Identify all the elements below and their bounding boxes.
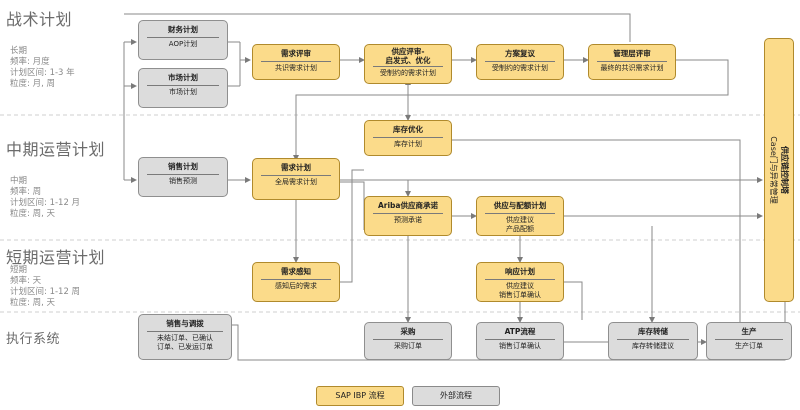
box-supply-allocation[interactable]: 供应与配额计划供应建议产品配额 [476, 196, 564, 236]
connectors [123, 13, 786, 361]
box-production[interactable]: 生产生产订单 [706, 322, 792, 360]
box-demand-sensing[interactable]: 需求感知感知后的需求 [252, 262, 340, 302]
lane-info-tactical: 长期频率: 月度计划区间: 1-3 年粒度: 月, 周 [10, 46, 75, 89]
box-purchase[interactable]: 采购采购订单 [364, 322, 452, 360]
box-demand-review[interactable]: 需求评审共识需求计划 [252, 44, 340, 80]
box-atp-process[interactable]: ATP流程销售订单确认 [476, 322, 564, 360]
box-sales-order[interactable]: 销售与调拨未结订单、已确认订单、已发运订单 [138, 314, 232, 360]
lane-dividers [0, 114, 800, 313]
lane-info-midterm: 中期频率: 周计划区间: 1-12 月粒度: 周, 天 [10, 176, 81, 219]
box-response-plan[interactable]: 响应计划供应建议销售订单确认 [476, 262, 564, 302]
lane-info-shortterm: 短期频率: 天计划区间: 1-12 周粒度: 周, 天 [10, 265, 81, 308]
lane-title-execution: 执行系统 [6, 332, 61, 347]
box-stock-transfer[interactable]: 库存转储库存转储建议 [608, 322, 698, 360]
box-market-plan[interactable]: 市场计划市场计划 [138, 68, 228, 108]
box-sales-plan[interactable]: 销售计划销售预测 [138, 157, 228, 197]
box-inventory-optimization[interactable]: 库存优化库存计划 [364, 120, 452, 156]
legend-external: 外部流程 [412, 386, 500, 406]
box-control-tower[interactable]: 供应链控制塔 Case门与异常管理 [764, 38, 794, 302]
lane-title-midterm: 中期运营计划 [6, 140, 106, 159]
lane-title-shortterm: 短期运营计划 [6, 248, 106, 267]
box-demand-plan[interactable]: 需求计划全局需求计划 [252, 158, 340, 200]
legend-ibp: SAP IBP 流程 [316, 386, 404, 406]
box-ariba-commit[interactable]: Ariba供应商承诺预测承诺 [364, 196, 452, 236]
control-tower-subtitle: Case门与异常管理 [769, 136, 778, 204]
control-tower-title: 供应链控制塔 [780, 145, 789, 194]
box-mgmt-review[interactable]: 管理层评审最终的共识需求计划 [588, 44, 676, 80]
lane-title-tactical: 战术计划 [6, 10, 73, 29]
box-plan-review[interactable]: 方案复议受制约的需求计划 [476, 44, 564, 80]
box-supply-review[interactable]: 供应评审-启发式、优化受制约的需求计划 [364, 44, 452, 84]
